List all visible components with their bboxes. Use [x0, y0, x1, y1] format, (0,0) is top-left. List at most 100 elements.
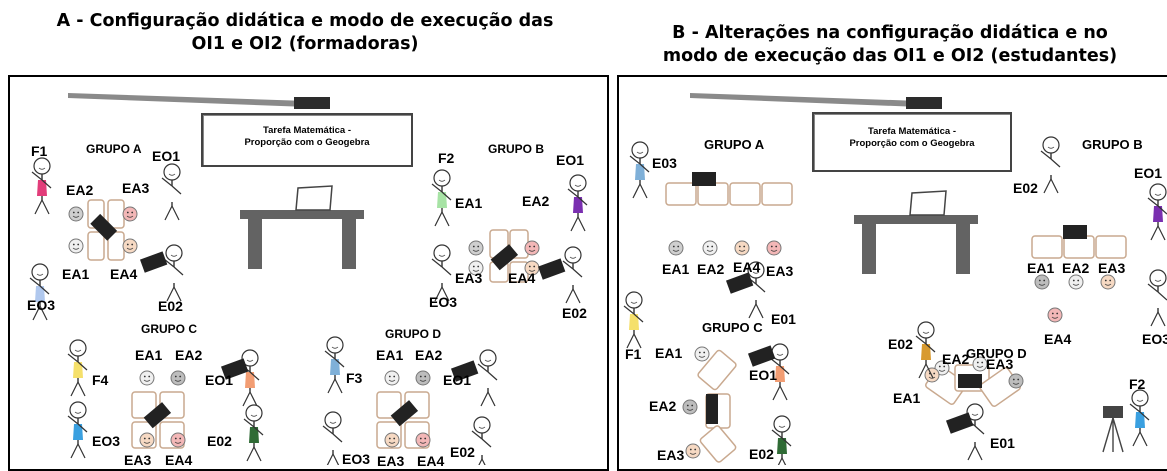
panel-a-ga-face-ea2-eye-l — [72, 211, 75, 214]
panel-a-title: A - Configuração didática e modo de exec… — [20, 10, 590, 56]
panel-a-gb-face-ea4-eye-r — [533, 265, 536, 268]
panel-a-gc-e02-label: E02 — [207, 433, 232, 449]
panel-b-gb-face-ea2-eye-l — [1072, 279, 1075, 282]
panel-a-gc-e02-leg-l — [246, 446, 255, 462]
panel-b-gc-e02-arm-r — [781, 437, 792, 447]
panel-a-ga-eo3-head — [31, 263, 49, 281]
panel-b-ga-e03-arm-r — [639, 163, 650, 173]
panel-b-f2-leg-r — [1139, 431, 1148, 447]
panel-b-gd-face-ea3 — [1008, 373, 1024, 389]
panel-b-gc-e02-arm-l — [771, 429, 783, 439]
panel-b-gb-ea3-label: EA3 — [1098, 260, 1126, 276]
panel-b-gd-face-ea2b-eye-l — [976, 361, 979, 364]
panel-a-f4-label: F4 — [92, 372, 109, 388]
panel-a-gd-face-ea1-mouth — [388, 379, 396, 382]
panel-a-gb-eo1-head — [569, 174, 587, 192]
panel-a-ga-face-ea4-eye-r — [131, 243, 134, 246]
panel-b-gd-e01-shirt — [970, 426, 980, 442]
panel-b-gd-face-ea2b-mouth — [976, 365, 984, 368]
panel-a-desk-leg-left — [248, 219, 262, 269]
panel-b-gd-laptop-body — [958, 374, 982, 388]
panel-b-ga-face-ea3-eye-l — [770, 245, 773, 248]
panel-a-gd-e02-head — [473, 416, 491, 434]
panel-b-gc-eo1-label: EO1 — [749, 367, 778, 383]
panel-b-gc-face-ea2-mouth — [686, 408, 694, 411]
panel-b-gd-laptop — [958, 374, 982, 388]
panel-b-gd-e02-shirt — [921, 344, 931, 360]
panel-b-gc-face-ea1-eye-r — [703, 351, 706, 354]
panel-b-gb-face-ea3-eye-r — [1109, 279, 1112, 282]
panel-a-f1-leg-l — [34, 199, 43, 215]
panel-a-gb-ea4-label: EA4 — [508, 270, 536, 286]
panel-b-ga-face-ea1 — [668, 240, 684, 256]
panel-b-ga-ea1-label: EA1 — [662, 261, 690, 277]
panel-b-gc-table-3 — [699, 425, 737, 463]
panel-b-gc-e02-leg-l — [777, 457, 783, 465]
panel-b-projector-icon — [906, 97, 942, 109]
panel-a-ga-eo3-label: EO3 — [27, 297, 56, 313]
panel-b-f2-face — [1136, 399, 1144, 402]
panel-b-f1-label: F1 — [625, 346, 642, 362]
panel-b-gb-face-ea2-eye-r — [1077, 279, 1080, 282]
panel-a-gc-face-ea1-mouth — [143, 379, 151, 382]
panel-b-gb-e02-head — [1042, 136, 1060, 154]
panel-a-f4-shirt — [73, 362, 83, 378]
panel-a-gc-face-ea2 — [170, 370, 186, 386]
panel-a-gd-e02-face — [478, 426, 486, 429]
panel-a-gb-eo3-shirt — [437, 267, 447, 283]
panel-b-title-line1: B - Alterações na configuração didática … — [672, 23, 1108, 43]
panel-a-gc-eo1-leg-r — [249, 391, 258, 407]
panel-a-ga-face-ea4-eye-l — [126, 243, 129, 246]
panel-a-ga-eo3-face — [36, 273, 44, 276]
panel-a-gc-table-1 — [131, 391, 157, 419]
panel-a-gc-eo1-label: EO1 — [205, 372, 234, 388]
panel-a-ga-ea1-label: EA1 — [62, 266, 90, 282]
panel-b-teacher-desk — [854, 215, 978, 224]
panel-b-gb-laptop-body — [1063, 225, 1087, 239]
panel-a-gb-face-ea2-eye-l — [528, 245, 531, 248]
panel-a-gc-ea1-label: EA1 — [135, 347, 163, 363]
panel-b-gb-face-ea3 — [1100, 274, 1116, 290]
panel-b-gb-table-2 — [1063, 235, 1095, 259]
panel-a-ga-face-ea2-eye-r — [77, 211, 80, 214]
panel-a-ga-eo1-leg-r — [171, 205, 180, 221]
panel-b-gb-face-ea4-eye-r — [1056, 312, 1059, 315]
panel-a-gd-eo1-leg-r — [487, 391, 496, 407]
panel-b-ga-e03-head — [631, 141, 649, 159]
panel-a-f3-arm-l — [324, 350, 336, 360]
panel-a-group-a-title: GRUPO A — [86, 142, 142, 156]
panel-b-gd-face-ea3-eye-r — [1017, 378, 1020, 381]
panel-a-gb-ea3-label: EA3 — [455, 270, 483, 286]
panel-a-gd-eo3-head — [324, 411, 342, 429]
panel-a-teacher-desk — [240, 210, 364, 219]
panel-a-gc-ea2-label: EA2 — [175, 347, 203, 363]
panel-a-f4-face — [74, 349, 82, 352]
panel-a-f3-label: F3 — [346, 370, 363, 386]
panel-b-f1-arm-l — [623, 305, 635, 315]
panel-a-gd-eo1-label: EO1 — [443, 372, 472, 388]
panel-a-gc-ea4-label: EA4 — [165, 452, 193, 468]
panel-b-gc-face-ea2 — [682, 399, 698, 415]
panel-a-gb-eo3-leg-l — [434, 286, 443, 302]
panel-a-gb-e02-laptop-body — [537, 258, 566, 280]
panel-b-group-d-title: GRUPO D — [966, 346, 1027, 361]
panel-a-gc-eo3-arm-r — [77, 423, 88, 433]
panel-a-gd-e02-arm-r — [481, 438, 492, 448]
panel-b-gc-face-ea3-mouth — [689, 452, 697, 455]
panel-b-gc-ea3-label: EA3 — [657, 447, 685, 463]
panel-b-gc-eo1-leg-r — [779, 385, 788, 401]
panel-b-ga-e03-face — [636, 151, 644, 154]
panel-b-gb-e02-label: E02 — [1013, 180, 1038, 196]
panel-a-f4-leg-r — [77, 381, 86, 397]
panel-a-ga-face-ea2-mouth — [72, 215, 80, 218]
panel-a-ga-face-ea4-mouth — [126, 247, 134, 250]
panel-b-gb-face-ea2 — [1068, 274, 1084, 290]
panel-a-gb-face-ea1-eye-r — [477, 245, 480, 248]
panel-a-ga-face-ea1-mouth — [72, 247, 80, 250]
panel-b-ga-table-4 — [761, 182, 793, 206]
panel-a-f1-head — [33, 157, 51, 175]
panel-a-gb-e02-leg-l — [565, 288, 574, 304]
panel-a-ga-face-ea2 — [68, 206, 84, 222]
panel-b-ga-face-ea2 — [702, 240, 718, 256]
panel-b-gc-e02-label: E02 — [749, 446, 774, 462]
